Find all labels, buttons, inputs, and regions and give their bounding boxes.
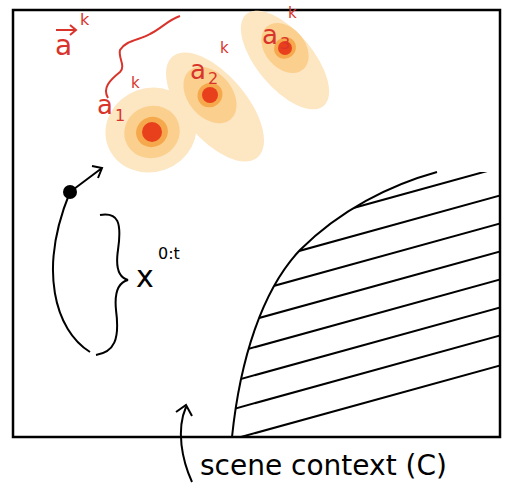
vector-base: a [55,32,72,60]
blob-middle [173,56,248,133]
context-label: scene context (C) [200,452,447,480]
context-pointer [176,405,192,482]
blob-core [202,87,218,103]
blob-middle [117,98,187,166]
heading-arrow [70,166,102,192]
label-base: a [262,22,278,48]
label-base: a [190,57,206,83]
action-blob: a3 k [230,0,340,122]
trajectory-symbol: x [136,262,154,292]
trajectory [53,192,90,352]
trajectory-superscript: 0:t [158,246,180,262]
scene-frame [13,10,500,437]
blob-core [142,122,162,142]
label-superscript: k [131,76,140,91]
label-superscript: k [288,6,297,21]
region-boundary [232,172,437,437]
label-superscript: k [220,41,229,56]
blob-inner [132,112,172,151]
hatch-lines [230,134,520,440]
blob-shape [230,0,340,122]
label-base: a [97,92,113,118]
blob-middle [252,14,319,83]
blob-outer [225,0,345,124]
label-subscript: 2 [208,71,218,87]
label-subscript: 3 [280,36,290,52]
trajectory-brace [96,214,128,355]
label-subscript: 1 [115,108,125,124]
vector-superscript: k [80,12,89,28]
